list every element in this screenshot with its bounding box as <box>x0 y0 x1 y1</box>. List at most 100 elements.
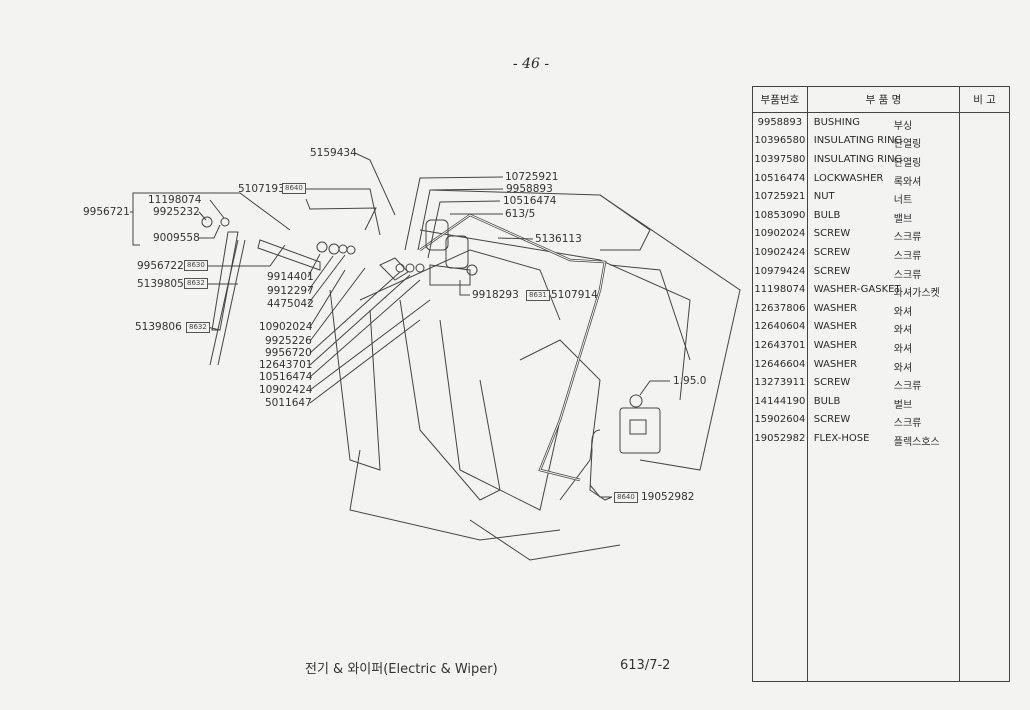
remark-cell <box>959 112 1010 132</box>
part-name-ko: 벌브 <box>893 399 913 411</box>
part-name-en: INSULATING RING <box>813 153 903 165</box>
remark-cell <box>959 187 1010 206</box>
callout-10902424: 10902424 <box>259 384 313 396</box>
part-name-ko: 부싱 <box>893 120 913 132</box>
empty-cell <box>959 447 1010 682</box>
callout-9918293: 9918293 <box>472 289 519 301</box>
remark-cell <box>959 150 1010 169</box>
part-name-en: SCREW <box>813 246 851 258</box>
part-name-ko: 와셔 <box>893 306 913 318</box>
ref-box-8632: 8632 <box>186 322 210 333</box>
remark-cell <box>959 391 1010 411</box>
part-name-en: LOCKWASHER <box>813 172 884 184</box>
page-number: - 46 - <box>512 56 550 72</box>
remark-cell <box>959 131 1010 151</box>
header-name: 부 품 명 <box>806 86 961 113</box>
part-number: 10725921 <box>752 187 808 206</box>
remark-cell <box>959 298 1010 318</box>
part-number: 10516474 <box>752 168 808 188</box>
callout-11198074: 11198074 <box>148 194 202 206</box>
part-name-en: WASHER <box>813 358 858 370</box>
part-number: 12646604 <box>752 354 808 374</box>
part-name-ko: 와셔 <box>893 362 913 374</box>
part-name: WASHER 와셔 <box>806 336 961 355</box>
part-name-en: WASHER <box>813 339 858 351</box>
part-number: 19052982 <box>752 429 808 448</box>
part-number: 10853090 <box>752 205 808 225</box>
header-part-no: 부품번호 <box>752 86 808 113</box>
callout-9925226: 9925226 <box>265 335 312 347</box>
part-name-en: FLEX-HOSE <box>813 432 870 444</box>
part-number: 15902604 <box>752 410 808 430</box>
part-number: 12640604 <box>752 317 808 337</box>
callout-9009558: 9009558 <box>153 232 200 244</box>
part-name-ko: 스크류 <box>893 269 922 281</box>
footer-code: 613/7-2 <box>620 658 671 673</box>
callout-5139805: 5139805 <box>137 278 184 290</box>
callout-9914401: 9914401 <box>267 271 314 283</box>
empty-cell <box>806 447 961 682</box>
callout-10516474: 10516474 <box>259 371 313 383</box>
callout-9956722: 9956722 <box>137 260 184 272</box>
remark-cell <box>959 205 1010 225</box>
part-number: 12637806 <box>752 298 808 318</box>
part-number: 14144190 <box>752 391 808 411</box>
remark-cell <box>959 168 1010 188</box>
part-name-ko: 스크류 <box>893 250 922 262</box>
remark-cell <box>959 373 1010 392</box>
remark-cell <box>959 354 1010 374</box>
table-row: 9958893 BUSHING 부싱 <box>752 112 1010 132</box>
part-number: 10979424 <box>752 261 808 281</box>
header-remark: 비 고 <box>959 86 1010 113</box>
part-name-ko: 와셔 <box>893 325 913 337</box>
exploded-diagram <box>130 152 741 561</box>
remark-cell <box>959 280 1010 299</box>
part-name-ko: 와셔 <box>893 343 913 355</box>
remark-cell <box>959 243 1010 262</box>
part-name-en: SCREW <box>813 228 851 240</box>
ref-box-8630: 8630 <box>184 260 208 271</box>
part-number: 9958893 <box>752 112 808 132</box>
part-name-en: WASHER-GASKET <box>813 284 901 296</box>
callout-10725921: 10725921 <box>505 171 559 183</box>
ref-box-8640: 8640 <box>282 183 306 194</box>
remark-cell <box>959 224 1010 244</box>
part-name: BUSHING 부싱 <box>806 112 961 132</box>
part-name-ko: 플렉스호스 <box>893 436 940 448</box>
callout-5107193: 5107193 <box>238 183 285 195</box>
empty-rows <box>752 447 1010 682</box>
part-number: 11198074 <box>752 280 808 299</box>
callout-9925232: 9925232 <box>153 206 200 218</box>
callout-9956721: 9956721 <box>83 206 130 218</box>
callout-4475042: 4475042 <box>267 298 314 310</box>
part-name-en: SCREW <box>813 377 851 389</box>
callout-9912297: 9912297 <box>267 285 314 297</box>
part-number: 13273911 <box>752 373 808 392</box>
callout-5159434: 5159434 <box>310 147 357 159</box>
part-name-ko: 스크류 <box>893 232 922 244</box>
callout-5139806: 5139806 <box>135 321 182 333</box>
part-name-en: BUSHING <box>813 116 860 128</box>
part-name: SCREW 스크류 <box>806 224 961 244</box>
callout-10516474: 10516474 <box>503 195 557 207</box>
